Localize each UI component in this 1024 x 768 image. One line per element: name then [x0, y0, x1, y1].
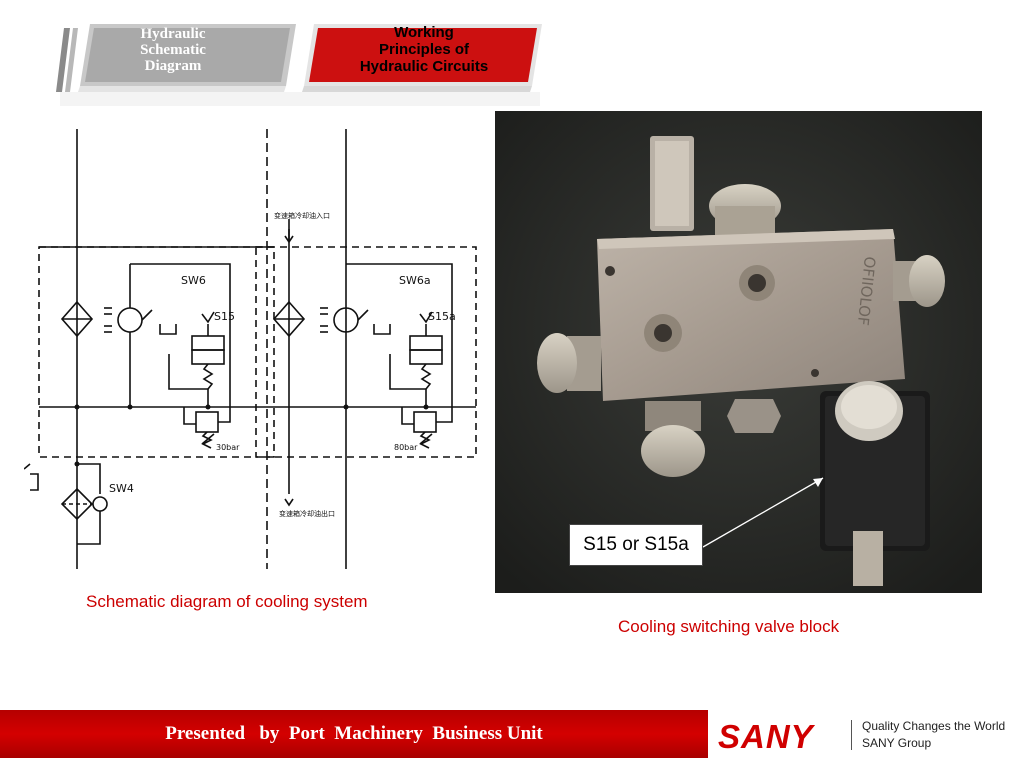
- footer-presenter-text: Presented by Port Machinery Business Uni…: [165, 723, 543, 744]
- sany-logo: SANY: [718, 718, 814, 755]
- photo-caption: Cooling switching valve block: [618, 617, 840, 636]
- label-outlet: 变速箱冷却油出口: [279, 509, 335, 518]
- tagline-quality: Quality Changes the World: [862, 719, 1006, 733]
- footer-bar: [0, 710, 708, 758]
- tab-label-line: Schematic: [140, 42, 206, 58]
- tab-label-line: Principles of: [378, 41, 470, 58]
- label-sw6: SW6: [181, 274, 206, 287]
- logo-divider: [851, 720, 852, 750]
- tab-hydraulic-schematic-diagram[interactable]: Hydraulic Schematic Diagram: [118, 26, 228, 74]
- tab-label-line: Working: [394, 24, 454, 41]
- footer: Presented by Port Machinery Business Uni…: [0, 710, 1024, 758]
- label-30bar: 30bar: [216, 443, 240, 452]
- valve-block-photo: OFIIOLOF: [495, 111, 982, 593]
- label-s15a: S15a: [428, 310, 456, 323]
- label-80bar: 80bar: [394, 443, 418, 452]
- label-sw4: SW4: [109, 482, 134, 495]
- tab-label-line: Diagram: [144, 58, 202, 74]
- label-inlet: 变速箱冷却油入口: [274, 211, 330, 220]
- tab-label-line: Hydraulic Circuits: [359, 58, 489, 75]
- label-s15: S15: [214, 310, 235, 323]
- label-sw6a: SW6a: [399, 274, 431, 287]
- callout-label: S15 or S15a: [569, 524, 703, 566]
- section-tabs: Hydraulic Schematic Diagram Working Prin…: [0, 0, 560, 110]
- tab-working-principles[interactable]: Working Principles of Hydraulic Circuits: [336, 24, 512, 75]
- cooling-system-schematic: SW6 S15 SW6a S15a SW4 30bar 80bar 变速箱冷却油…: [24, 129, 477, 569]
- tabs-graphic: [56, 24, 542, 106]
- tagline-group: SANY Group: [862, 736, 932, 750]
- schematic-caption: Schematic diagram of cooling system: [86, 592, 368, 611]
- tab-label-line: Hydraulic: [140, 26, 206, 42]
